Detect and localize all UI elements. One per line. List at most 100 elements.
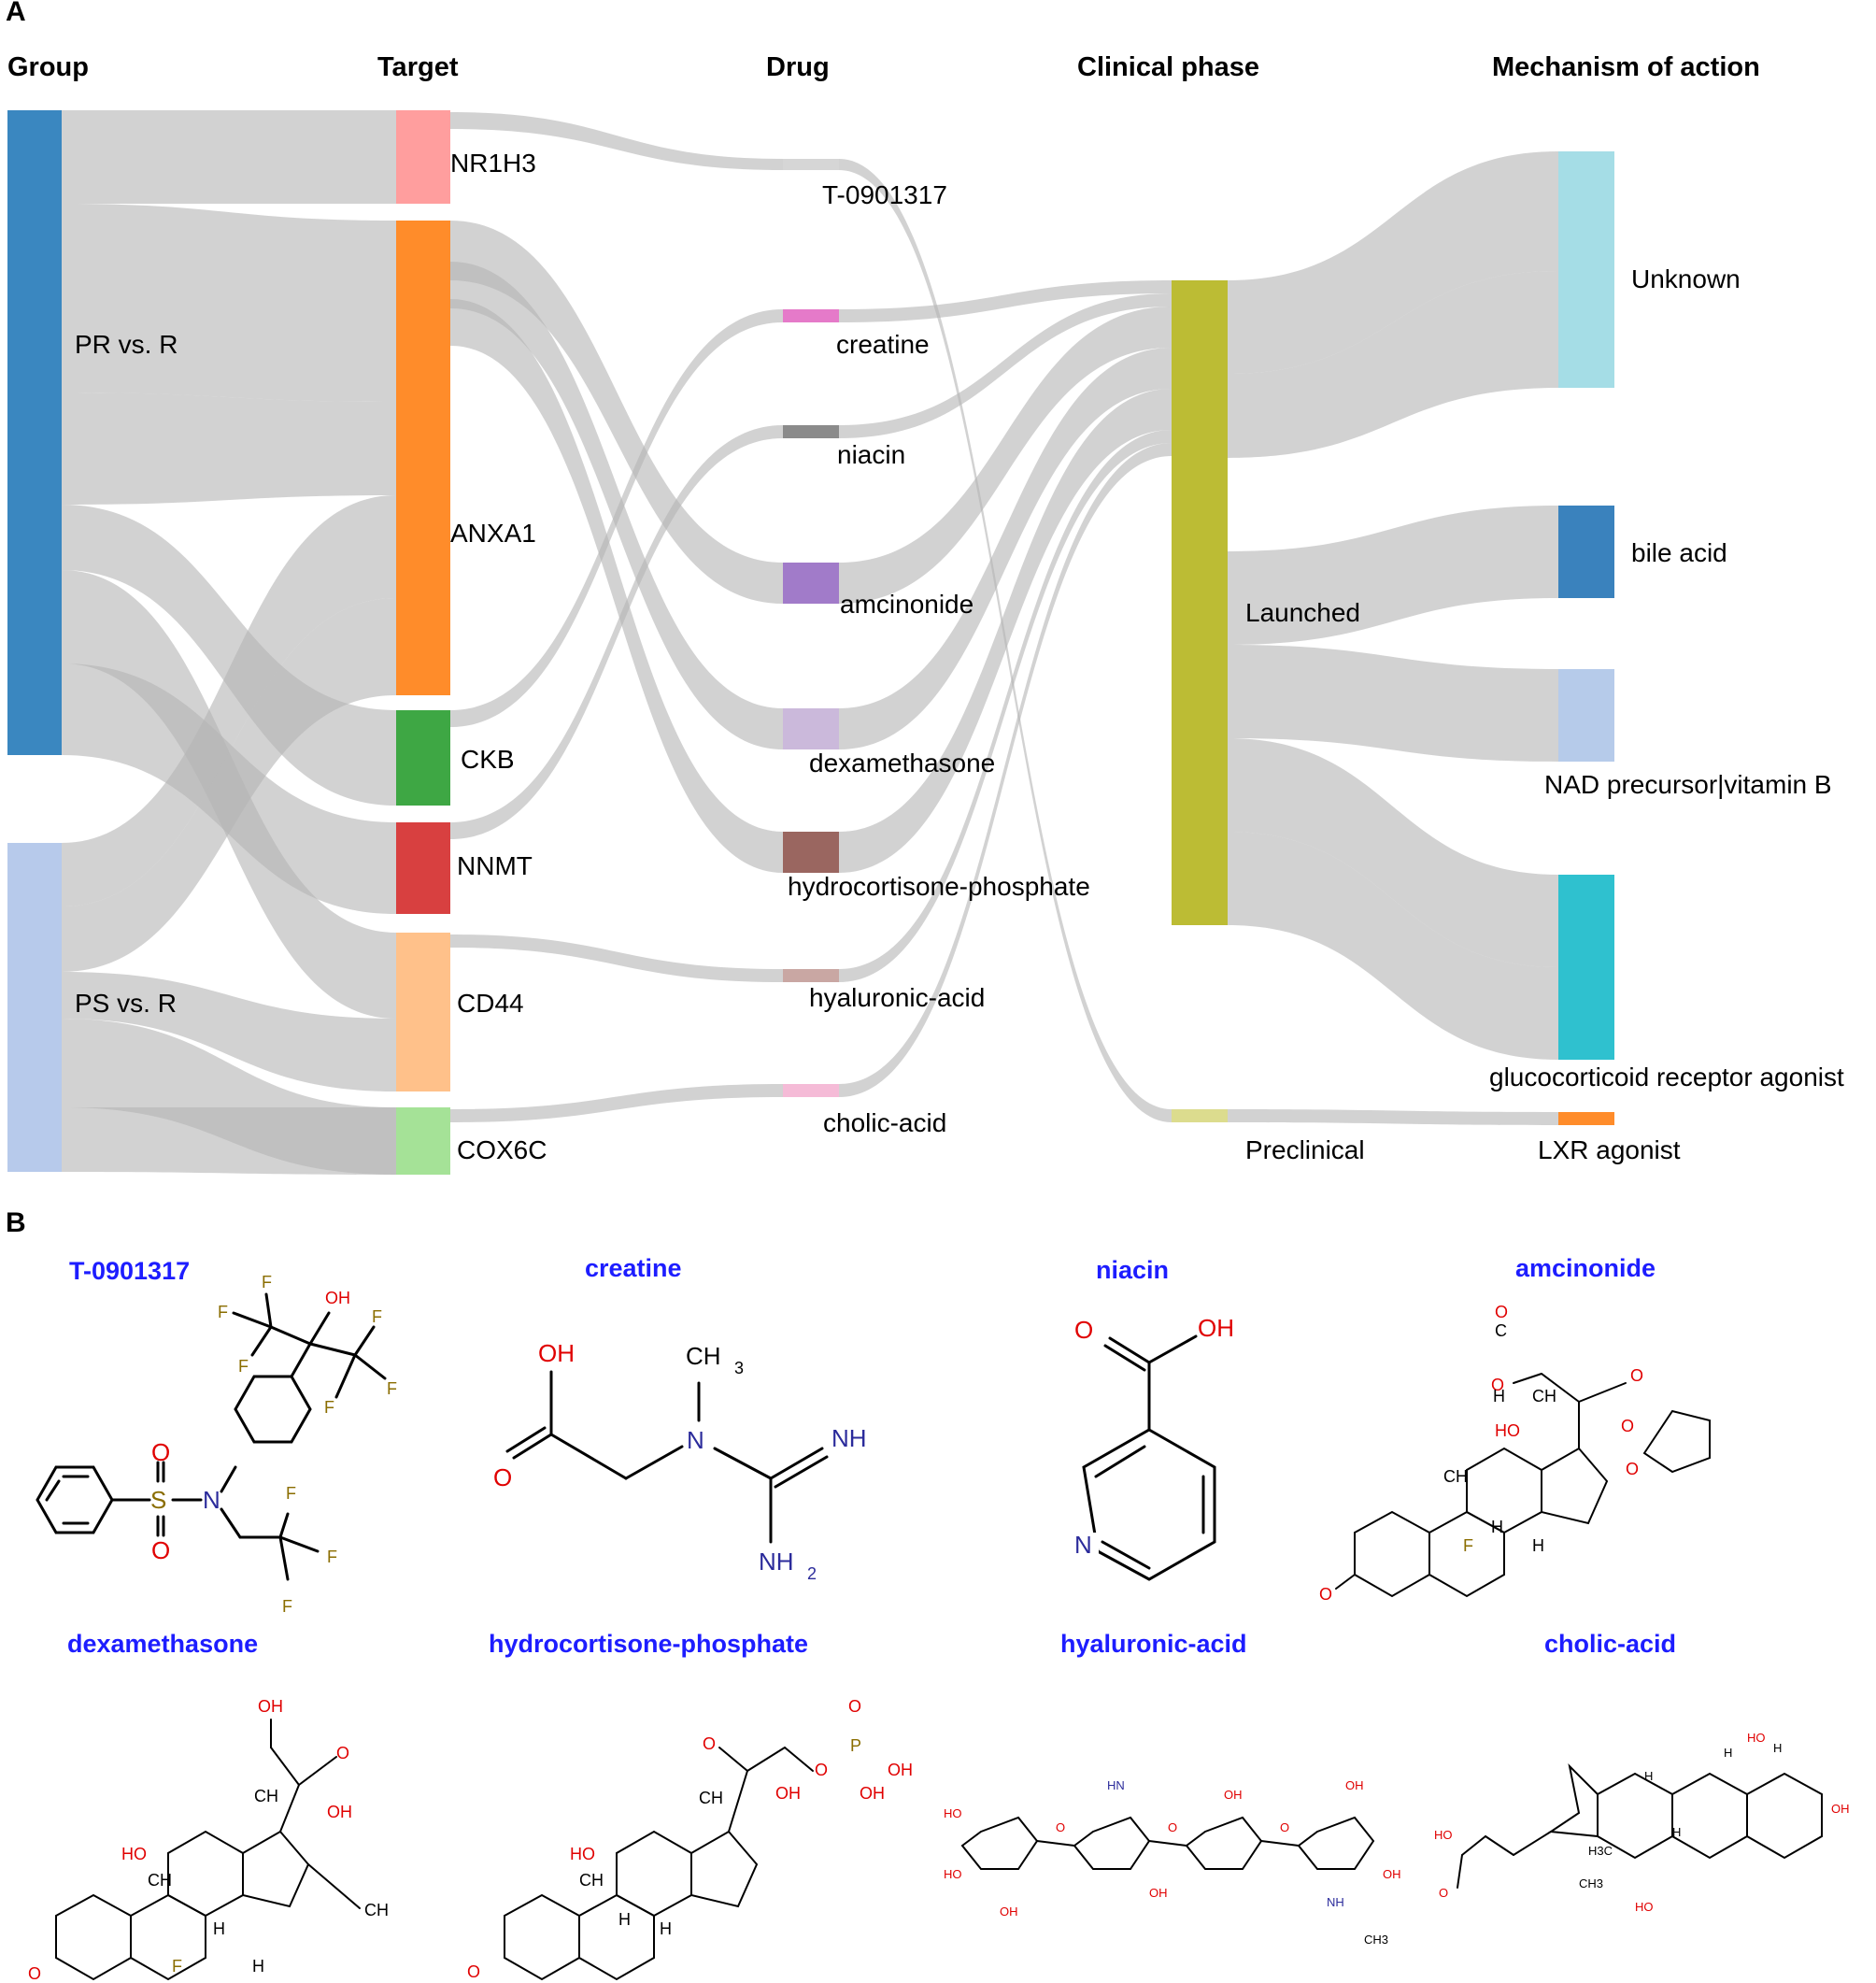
atom-ch3: CH	[148, 1871, 172, 1890]
atom-h: H	[1773, 1741, 1782, 1755]
atom-h: H	[660, 1919, 672, 1938]
sankey-link	[62, 495, 396, 906]
node-label-bile-acid: bile acid	[1631, 538, 1727, 567]
sankey-link	[450, 934, 783, 982]
node-ckb	[396, 710, 450, 806]
atom-o: O	[1630, 1366, 1643, 1385]
atom-ho: HO	[944, 1867, 962, 1881]
node-bile-acid	[1558, 506, 1614, 598]
atom-ho: HO	[1635, 1900, 1654, 1914]
atom-h: H	[1644, 1769, 1653, 1783]
node-creatine	[783, 309, 839, 322]
atom-f: F	[1463, 1536, 1473, 1555]
sankey-link	[839, 443, 1172, 1097]
sankey-link	[62, 598, 396, 972]
atom-hn: HN	[1107, 1778, 1125, 1792]
node-label-amcinonide: amcinonide	[840, 590, 974, 619]
sankey-link	[450, 299, 783, 873]
node-label-lxr-agonist: LXR agonist	[1538, 1135, 1681, 1164]
atom-o: O	[467, 1962, 480, 1981]
sankey-links	[62, 110, 1558, 1175]
atom-c: C	[1495, 1321, 1507, 1340]
atom-o: O	[848, 1697, 861, 1716]
node-label-cox6c: COX6C	[457, 1135, 547, 1164]
atom-oh: OH	[1831, 1802, 1850, 1816]
atom-f: F	[282, 1597, 292, 1616]
atom-n: N	[203, 1486, 220, 1514]
sankey-link	[450, 221, 783, 604]
atom-h: H	[213, 1919, 225, 1938]
atom-ch3: CH	[364, 1901, 389, 1919]
node-anxa1	[396, 221, 450, 695]
atom-ch3: CH3	[1579, 1876, 1603, 1890]
node-nr1h3	[396, 110, 450, 204]
atom-ch3: CH	[1443, 1467, 1468, 1486]
sankey-link	[839, 430, 1172, 982]
atom-oh: OH	[1383, 1867, 1401, 1881]
structure-title-niacin: niacin	[1096, 1256, 1169, 1284]
sankey-link	[450, 425, 783, 839]
atom-nh: NH	[1327, 1895, 1344, 1909]
node-label-hydrocortisone-phosphate: hydrocortisone-phosphate	[788, 872, 1090, 901]
atom-o: O	[1280, 1820, 1289, 1834]
node-hyaluronic-acid	[783, 969, 839, 982]
sankey-link	[839, 389, 1172, 873]
structure-niacin: N O OH	[1073, 1314, 1234, 1581]
atom-ho: HO	[121, 1845, 147, 1863]
atom-f: F	[262, 1273, 272, 1291]
atom-h: H	[1672, 1825, 1681, 1839]
sankey-link	[1228, 271, 1558, 458]
node-nnmt	[396, 822, 450, 914]
node-hydrocortisone-phosphate	[783, 832, 839, 873]
node-amcinonide	[783, 563, 839, 604]
atom-oh: OH	[1224, 1788, 1243, 1802]
atom-o: O	[493, 1463, 512, 1491]
atom-o-top: O	[151, 1438, 170, 1466]
sankey-link	[1228, 832, 1558, 1060]
atom-nh2: NH	[759, 1548, 794, 1576]
sankey-link	[839, 293, 1172, 438]
node-ps-vs-r	[7, 843, 62, 1172]
atom-o: O	[1621, 1417, 1634, 1435]
atom-oh: OH	[1198, 1314, 1234, 1342]
atom-h3c: H	[1493, 1387, 1505, 1405]
sankey-link	[1228, 738, 1558, 967]
sankey-link	[62, 392, 396, 505]
atom-o: O	[1056, 1820, 1065, 1834]
node-launched	[1172, 280, 1228, 925]
node-glucocorticoid-receptor-agonist	[1558, 875, 1614, 1060]
structure-hyaluronic: HO HO OH HN OH OH NH CH3 OH OH O O O	[944, 1778, 1401, 1947]
sankey-link	[839, 307, 1172, 604]
atom-ch: CH	[686, 1342, 721, 1370]
sankey-link	[450, 262, 783, 749]
column-header-group: Group	[7, 52, 89, 82]
structure-cholic: HO OH HO HO O CH3 H3C H H H H	[1434, 1731, 1850, 1914]
node-preclinical	[1172, 1109, 1228, 1122]
node-label-nr1h3: NR1H3	[450, 149, 536, 178]
atom-s: S	[150, 1486, 166, 1514]
atom-ch3: CH	[699, 1789, 723, 1807]
sankey-link	[62, 505, 396, 806]
atom-f: F	[327, 1548, 337, 1566]
atom-o: O	[1074, 1316, 1093, 1344]
node-label-pr-vs-r: PR vs. R	[75, 330, 178, 359]
node-label-ps-vs-r: PS vs. R	[75, 989, 177, 1018]
node-nad-precursor-vitamin-b	[1558, 669, 1614, 762]
atom-o: O	[1626, 1460, 1639, 1478]
atom-oh: OH	[888, 1761, 913, 1779]
node-label-anxa1: ANXA1	[450, 519, 536, 548]
atom-f: F	[238, 1357, 249, 1376]
column-header-drug: Drug	[766, 52, 830, 82]
atom-o-bottom: O	[151, 1536, 170, 1564]
node-cholic-acid	[783, 1084, 839, 1097]
structure-title-amcinonide: amcinonide	[1515, 1254, 1656, 1282]
structure-creatine: OH O N CH 3 NH NH 2	[493, 1339, 867, 1583]
node-label-cd44: CD44	[457, 989, 524, 1018]
sankey-link	[839, 280, 1172, 322]
atom-oh: OH	[1149, 1886, 1168, 1900]
structure-title-dexamethasone: dexamethasone	[67, 1630, 258, 1658]
structure-title-t0901317: T-0901317	[69, 1257, 190, 1285]
structure-dexamethasone: O HO CH F H H CH OH CH O OH	[28, 1697, 389, 1983]
atom-o: O	[336, 1744, 349, 1762]
atom-h: H	[1532, 1536, 1544, 1555]
